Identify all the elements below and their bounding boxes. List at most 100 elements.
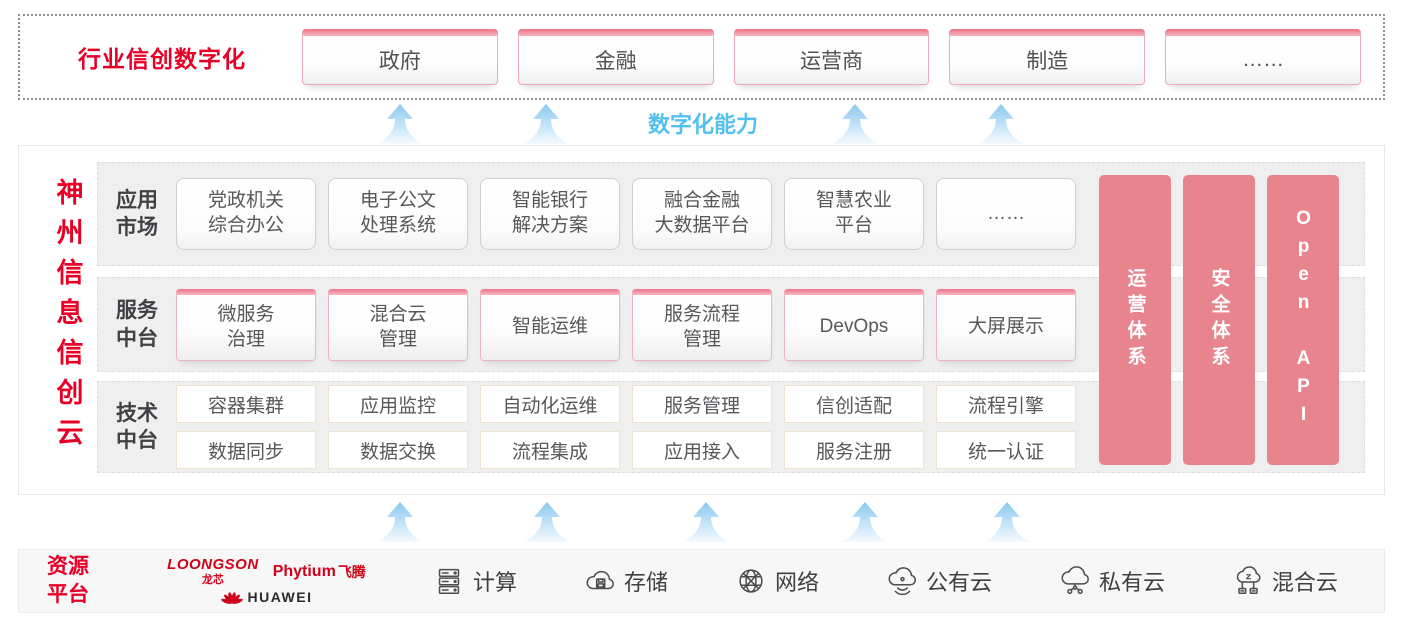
tech-box: 数据同步 [176, 431, 316, 469]
resource-item-label: 公有云 [925, 570, 992, 595]
up-arrow-icon [377, 104, 423, 144]
app-box-label: 智慧农业 平台 [815, 190, 892, 236]
up-arrow-icon [832, 104, 878, 144]
service-box: 智能运维 [480, 288, 620, 361]
service-box-label: 大屏展示 [967, 316, 1044, 338]
loongson-logo: LOONGSON 龙芯 [167, 556, 259, 587]
industry-box-finance: 金融 [517, 29, 714, 85]
tech-box-label: 服务管理 [663, 395, 740, 417]
resource-item-public-cloud: 公有云 [885, 564, 992, 598]
service-box-label: 智能运维 [511, 316, 588, 338]
app-box-more: …… [936, 178, 1076, 250]
app-box: 智能银行 解决方案 [480, 178, 620, 250]
tech-platform-items: 容器集群 应用监控 自动化运维 服务管理 信创适配 流程引擎 数据同步 数据交换… [176, 385, 1078, 469]
service-box: 服务流程 管理 [632, 288, 772, 361]
service-platform-items: 微服务 治理 混合云 管理 智能运维 服务流程 管理 DevOps 大屏展示 [176, 288, 1078, 361]
tech-box-label: 应用监控 [359, 395, 436, 417]
industry-box-manufacturing: 制造 [949, 29, 1146, 85]
industry-banner-title: 行业信创数字化 [78, 46, 246, 72]
tech-box-label: 服务注册 [815, 441, 892, 463]
tech-box-label: 流程集成 [511, 441, 588, 463]
tech-platform-label: 技术 中台 [116, 401, 158, 452]
capability-label: 数字化能力 [647, 112, 758, 137]
side-bar-open-api: Open API [1267, 175, 1339, 465]
service-box: DevOps [784, 288, 924, 361]
industry-label: …… [1242, 48, 1285, 71]
resource-platform-label: 资源 平台 [47, 554, 89, 606]
resource-item-label: 计算 [473, 570, 518, 595]
app-box: 融合金融 大数据平台 [632, 178, 772, 250]
app-market-row: 应用 市场 党政机关 综合办公 电子公文 处理系统 智能银行 解决方案 融合金融… [97, 162, 1365, 266]
industry-label: 金融 [594, 50, 637, 73]
service-box: 微服务 治理 [176, 288, 316, 361]
industry-label: 运营商 [799, 50, 863, 73]
tech-box: 流程集成 [480, 431, 620, 469]
up-arrow-icon [842, 502, 888, 542]
service-platform-label: 服务 中台 [116, 299, 158, 350]
tech-box: 数据交换 [328, 431, 468, 469]
side-bar-security: 安全体系 [1183, 175, 1255, 465]
service-box-label: 服务流程 管理 [663, 303, 740, 350]
side-bar-operations: 运营体系 [1099, 175, 1171, 465]
tech-platform-row: 技术 中台 容器集群 应用监控 自动化运维 服务管理 信创适配 流程引擎 数据同… [97, 381, 1365, 473]
resource-item-label: 私有云 [1098, 570, 1165, 595]
app-box: 电子公文 处理系统 [328, 178, 468, 250]
app-market-label: 应用 市场 [116, 188, 158, 239]
industry-box-telecom: 运营商 [733, 29, 930, 85]
tech-box-label: 信创适配 [815, 395, 892, 417]
tech-box: 自动化运维 [480, 385, 620, 423]
tech-box: 应用监控 [328, 385, 468, 423]
service-box: 混合云 管理 [328, 288, 468, 361]
network-icon [739, 569, 763, 593]
resource-item-compute: 计算 [432, 564, 517, 598]
up-arrow-icon [524, 502, 570, 542]
tech-box: 信创适配 [784, 385, 924, 423]
loongson-cn-label: 龙芯 [201, 574, 224, 586]
tech-box: 统一认证 [936, 431, 1076, 469]
app-box: 党政机关 综合办公 [176, 178, 316, 250]
phytium-wordmark: Phytium [272, 562, 336, 580]
resource-item-label: 网络 [774, 570, 819, 595]
resource-item-label: 混合云 [1271, 570, 1338, 595]
loongson-wordmark: LOONGSON [167, 556, 259, 573]
tech-box: 服务注册 [784, 431, 924, 469]
private-cloud-icon [1061, 566, 1089, 595]
resource-item-network: 网络 [734, 564, 819, 598]
industry-box-more: …… [1165, 29, 1361, 85]
up-arrow-icon [523, 104, 569, 144]
resource-item-hybrid-cloud: 混合云 [1231, 564, 1338, 598]
industry-banner: 行业信创数字化 政府 金融 运营商 制造 …… [18, 14, 1385, 100]
up-arrow-icon [377, 502, 423, 542]
storage-icon [586, 570, 614, 590]
industry-label: 制造 [1026, 50, 1069, 73]
service-box: 大屏展示 [936, 288, 1076, 361]
public-cloud-icon [888, 567, 916, 596]
service-box-label: 微服务 治理 [217, 303, 275, 350]
tech-box-label: 统一认证 [967, 441, 1044, 463]
resource-items: 计算 存储 网络 [394, 564, 1356, 598]
huawei-logo: HUAWEI [220, 588, 313, 606]
tech-box: 流程引擎 [936, 385, 1076, 423]
tech-box-label: 数据同步 [207, 441, 284, 463]
service-box-label: 混合云 管理 [369, 303, 427, 350]
service-platform-row: 服务 中台 微服务 治理 混合云 管理 智能运维 服务流程 管理 DevOps … [97, 277, 1365, 372]
huawei-wordmark: HUAWEI [247, 589, 313, 605]
vendor-logos: LOONGSON 龙芯 Phytium 飞腾 [139, 556, 394, 606]
up-arrow-icon [683, 502, 729, 542]
up-arrow-icon [984, 502, 1030, 542]
service-box-label: DevOps [819, 316, 889, 338]
huawei-flower-icon [220, 592, 243, 604]
tech-box: 容器集群 [176, 385, 316, 423]
app-market-items: 党政机关 综合办公 电子公文 处理系统 智能银行 解决方案 融合金融 大数据平台… [176, 178, 1078, 250]
resource-platform-panel: 资源 平台 LOONGSON 龙芯 Phytium 飞腾 [18, 549, 1385, 613]
resource-item-storage: 存储 [583, 564, 668, 598]
phytium-logo: Phytium 飞腾 [273, 562, 366, 582]
app-box-label: 党政机关 综合办公 [207, 190, 284, 236]
app-box-label: 智能银行 解决方案 [511, 190, 588, 236]
compute-icon [438, 568, 460, 595]
tech-box: 服务管理 [632, 385, 772, 423]
tech-box-label: 流程引擎 [967, 395, 1044, 417]
phytium-cn-label: 飞腾 [337, 563, 366, 580]
resource-item-label: 存储 [623, 570, 668, 595]
